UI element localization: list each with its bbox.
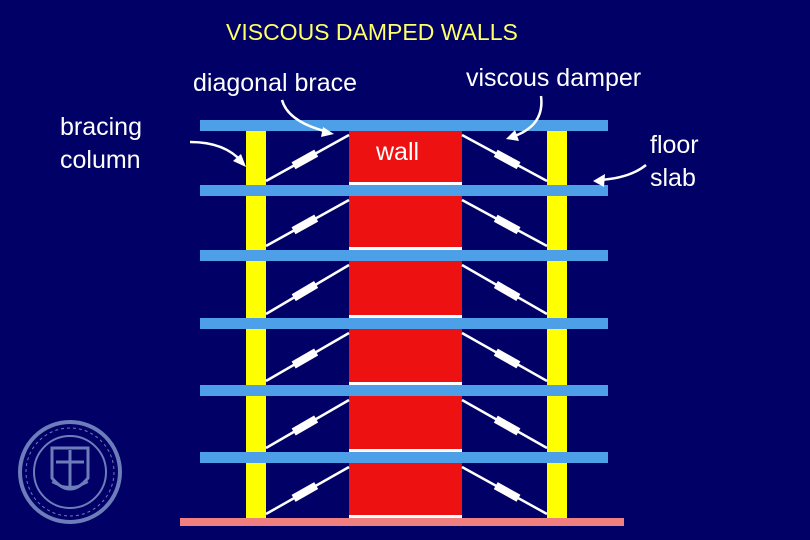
wall-gap-line (349, 182, 462, 185)
wall-panel (349, 131, 462, 185)
viscous-damper (291, 415, 319, 436)
floor-slab-label-line2: slab (650, 164, 696, 192)
viscous-damper (291, 280, 319, 302)
wall-gap-line (349, 382, 462, 385)
floor-slab (200, 318, 608, 329)
bracing-column-label-line2: column (60, 146, 141, 174)
floor-slab-callout (599, 164, 647, 182)
viscous-damper (291, 482, 319, 502)
viscous-damper (291, 348, 319, 369)
wall-panel (349, 463, 462, 518)
floor-slab-label-line1: floor (650, 131, 699, 159)
viscous-damper (493, 214, 521, 235)
floor-slab-label: floor slab (650, 129, 699, 195)
viscous-damper-callout (511, 95, 543, 139)
viscous-damper (291, 214, 319, 235)
viscous-damper (493, 281, 521, 301)
diagonal-brace-arrowhead (321, 127, 334, 137)
diagonal-brace-label: diagonal brace (193, 69, 358, 97)
bracing-column-arrowhead (233, 154, 246, 167)
wall-panel (349, 329, 462, 385)
bracing-column-callout (189, 140, 243, 163)
viscous-damper (493, 415, 521, 436)
callout-arrows (189, 95, 647, 187)
viscous-damper (493, 348, 521, 369)
floor-slab (200, 185, 608, 196)
wall-panel (349, 396, 462, 452)
wall-panel (349, 196, 462, 250)
slide-title: VISCOUS DAMPED WALLS (226, 19, 518, 45)
wall-gap-line (349, 449, 462, 452)
viscous-damper (291, 149, 319, 170)
wall-gap-line (349, 315, 462, 318)
bracing-column-label-line1: bracing (60, 113, 142, 141)
wall-gap-line (349, 247, 462, 250)
viscous-damper-label: viscous damper (466, 64, 642, 92)
floor-slab-arrowhead (593, 174, 605, 187)
viscous-damper (493, 149, 521, 170)
floor-slab (200, 385, 608, 396)
viscous-damper-arrowhead (506, 130, 519, 141)
bracing-column-label: bracing column (60, 111, 142, 177)
university-seal-icon (18, 420, 122, 524)
wall-panel (349, 261, 462, 318)
floor-slab (200, 250, 608, 261)
floor-slab (200, 452, 608, 463)
viscous-damper (493, 482, 521, 502)
floor-slab (200, 120, 608, 131)
diagonal-brace-callout (280, 99, 329, 134)
ground-base (180, 518, 624, 526)
wall-gap-line (349, 515, 462, 518)
wall-label: wall (376, 138, 420, 166)
